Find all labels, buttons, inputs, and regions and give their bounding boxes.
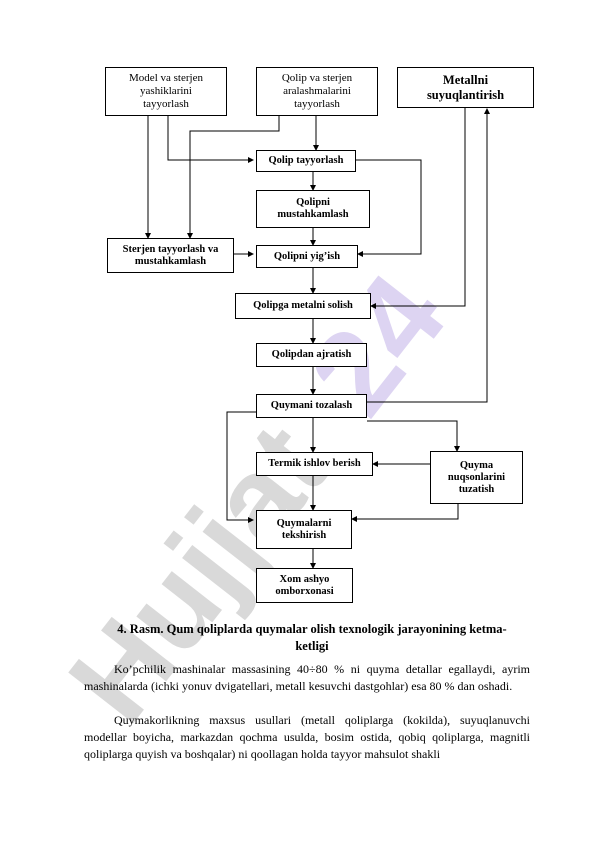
pouring-box: Qolipga metalni solish	[235, 293, 371, 319]
defect-repair-box: Quyma nuqsonlarini tuzatish	[430, 451, 523, 504]
cleaning-box: Quymani tozalash	[256, 394, 367, 418]
shakeout-box: Qolipdan ajratish	[256, 343, 367, 367]
warehouse-box: Xom ashyo omborxonasi	[256, 568, 353, 603]
figure-caption: 4. Rasm. Qum qoliplarda quymalar olish t…	[117, 622, 507, 653]
inspection-box: Quymalarni tekshirish	[256, 510, 352, 549]
mix-box: Qolip va sterjen aralashmalarini tayyorl…	[256, 67, 378, 116]
mold-assembly-box: Qolipni yig’ish	[256, 245, 358, 268]
core-box: Sterjen tayyorlash va mustahkamlash	[107, 238, 234, 273]
mold-strengthen-box: Qolipni mustahkamlash	[256, 190, 370, 228]
mold-prep-box: Qolip tayyorlash	[256, 150, 356, 172]
metal-melting-box: Metallni suyuqlantirish	[397, 67, 534, 108]
paragraph-1: Ko’pchilik mashinalar massasining 40÷80 …	[84, 662, 530, 693]
paragraph-2: Quymakorlikning maxsus usullari (metall …	[84, 713, 530, 761]
heat-treatment-box: Termik ishlov berish	[256, 452, 373, 476]
model-box: Model va sterjen yashiklarini tayyorlash	[105, 67, 227, 116]
